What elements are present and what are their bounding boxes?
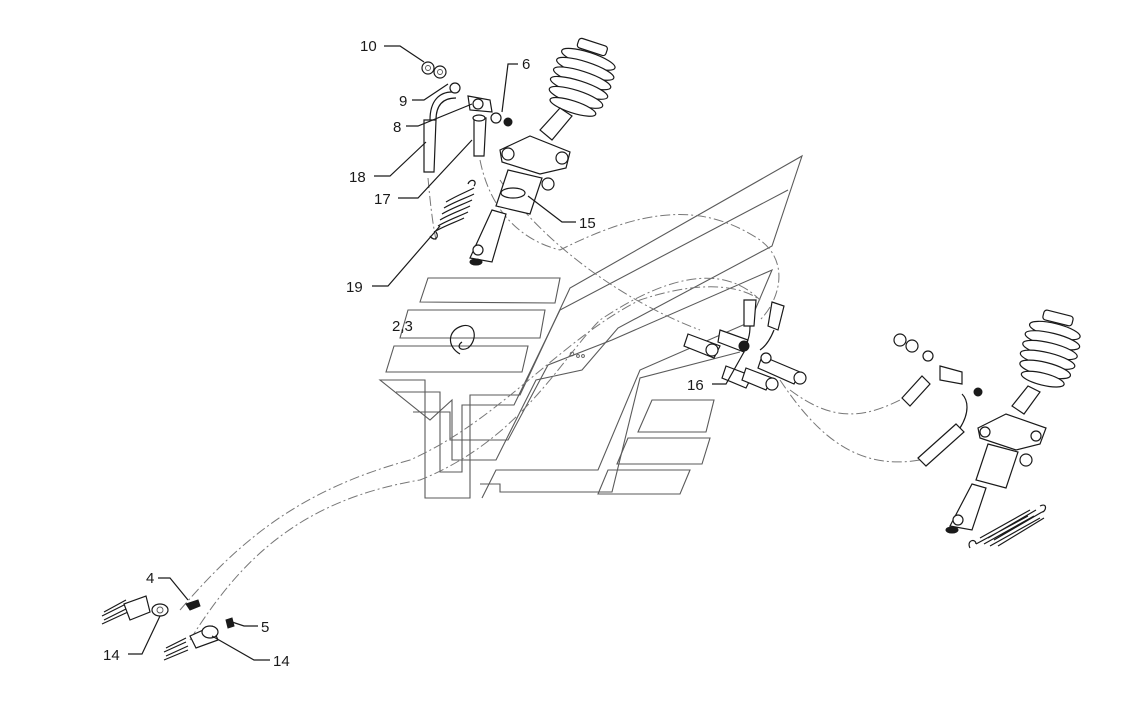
label-part-8: 8: [393, 119, 401, 136]
label-part-4: 4: [146, 570, 154, 587]
leader-lines: [128, 45, 745, 661]
label-part-16: 16: [687, 377, 704, 394]
label-part-6: 6: [522, 56, 530, 73]
label-part-9: 9: [399, 93, 407, 110]
label-part-18: 18: [349, 169, 366, 186]
lower-connectors: [101, 595, 235, 661]
hose-clamp: [449, 324, 475, 355]
label-part-2-3: 2,3: [392, 318, 413, 335]
callout-labels: 10 9 8 6 18 17 15 19 2,3 16 4 5 14 14: [103, 38, 704, 670]
cable-routing: [179, 159, 921, 641]
right-pedal-boot: [1019, 309, 1081, 388]
central-fittings: [683, 299, 807, 391]
label-part-19: 19: [346, 279, 363, 296]
label-part-5: 5: [261, 619, 269, 636]
fuel-tank-outline: [378, 154, 803, 499]
right-pedal-assembly: [893, 309, 1081, 549]
label-part-17: 17: [374, 191, 391, 208]
upper-pedal-assembly: [421, 37, 616, 266]
label-part-15: 15: [579, 215, 596, 232]
upper-pedal-boot: [548, 37, 616, 117]
label-part-14-left: 14: [103, 647, 120, 664]
label-part-14-right: 14: [273, 653, 290, 670]
label-part-10: 10: [360, 38, 377, 55]
